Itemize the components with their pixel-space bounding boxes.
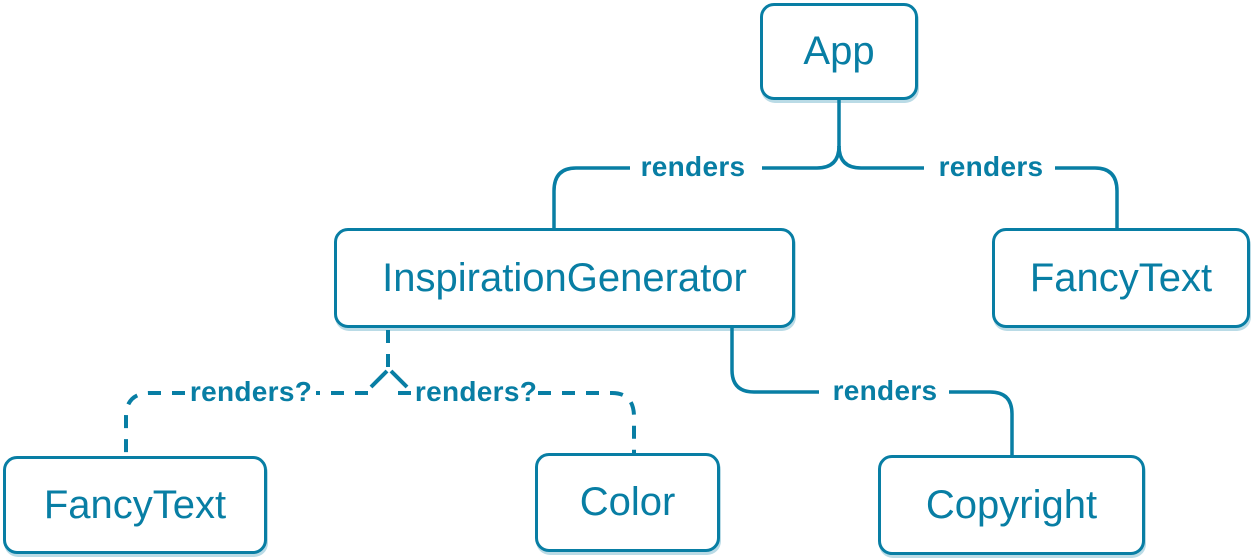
edge-app-to-fancytext-left: [837, 145, 924, 170]
edge-app-to-inspiration-right: [552, 166, 630, 228]
edge-ig-to-copyright-right: [949, 390, 1014, 455]
edge-app-to-inspiration-left: [762, 145, 841, 170]
edge-label-app-to-fancy-text: renders: [938, 151, 1044, 182]
edge-app-to-fancytext-right: [1055, 166, 1119, 228]
edge-label-app-to-inspiration-generator: renders: [640, 151, 746, 182]
edge-ig-to-color-b: [538, 391, 636, 453]
edge-label-ig-to-copyright: renders: [832, 375, 938, 406]
edge-ig-junction-right-dash: [389, 369, 409, 389]
edge-ig-to-fancytext-bottom-b: [124, 391, 185, 456]
edge-label-ig-to-color: renders?: [414, 376, 538, 407]
edge-label-ig-to-fancy-text: renders?: [189, 376, 313, 407]
node-fancy-text-bottom: FancyText: [3, 456, 267, 554]
edge-ig-junction-left-dash: [369, 369, 389, 389]
node-inspiration-generator: InspirationGenerator: [334, 228, 795, 328]
node-color: Color: [535, 453, 720, 552]
node-fancy-text-top: FancyText: [992, 228, 1250, 328]
node-app: App: [760, 3, 918, 100]
node-copyright: Copyright: [878, 455, 1145, 555]
edge-ig-to-copyright-left: [730, 328, 819, 394]
